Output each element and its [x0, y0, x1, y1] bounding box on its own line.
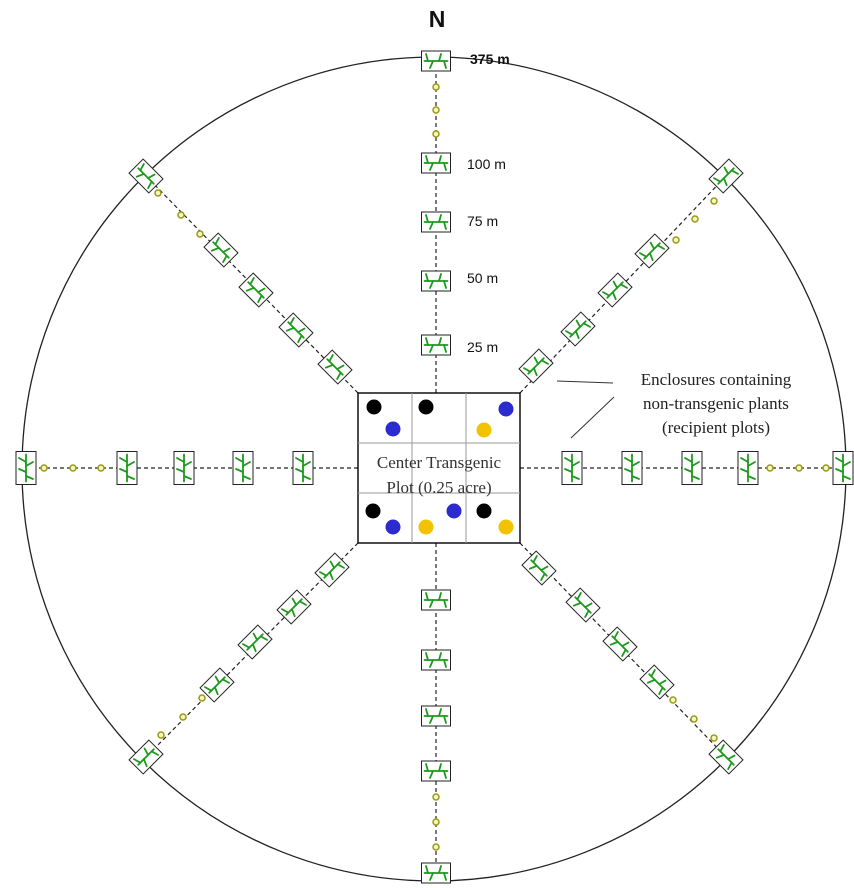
plant-dot-icon: [418, 399, 434, 415]
plant-enclosure-icon: [199, 667, 235, 703]
plant-enclosure-icon: [561, 451, 583, 485]
plant-enclosure-icon: [238, 272, 274, 308]
marker-post-icon: [690, 715, 698, 723]
plant-enclosure-icon: [421, 334, 451, 356]
plant-dot-icon: [418, 519, 434, 535]
plant-enclosure-icon: [421, 211, 451, 233]
center-transgenic-plot: Center Transgenic Plot (0.25 acre): [357, 392, 521, 544]
plant-dot-icon: [476, 422, 492, 438]
plant-dot-icon: [498, 519, 514, 535]
plant-enclosure-icon: [597, 272, 633, 308]
plant-enclosure-icon: [708, 158, 744, 194]
center-plot-label-line1: Center Transgenic: [377, 453, 502, 472]
marker-post-icon: [198, 694, 206, 702]
plant-enclosure-icon: [203, 232, 239, 268]
plant-dot-icon: [365, 503, 381, 519]
plant-enclosure-icon: [276, 589, 312, 625]
plant-enclosure-icon: [560, 311, 596, 347]
callout-line3: (recipient plots): [662, 418, 770, 437]
marker-post-icon: [432, 818, 440, 826]
marker-post-icon: [179, 713, 187, 721]
plant-enclosure-icon: [173, 451, 195, 485]
plant-dot-icon: [366, 399, 382, 415]
marker-post-icon: [154, 189, 162, 197]
callout-line2: non-transgenic plants: [643, 394, 789, 413]
plant-enclosure-icon: [737, 451, 759, 485]
marker-post-icon: [69, 464, 77, 472]
marker-post-icon: [432, 106, 440, 114]
distance-label-375m: 375 m: [470, 51, 510, 67]
plant-enclosure-icon: [292, 451, 314, 485]
marker-post-icon: [432, 843, 440, 851]
plant-enclosure-icon: [237, 624, 273, 660]
plant-enclosure-icon: [708, 739, 744, 775]
center-plot-label-line2: Plot (0.25 acre): [386, 478, 491, 497]
plant-enclosure-icon: [521, 550, 557, 586]
plant-enclosure-icon: [116, 451, 138, 485]
marker-post-icon: [196, 230, 204, 238]
plant-enclosure-icon: [421, 589, 451, 611]
plant-enclosure-icon: [128, 739, 164, 775]
plant-enclosure-icon: [681, 451, 703, 485]
plant-enclosure-icon: [518, 348, 554, 384]
marker-post-icon: [97, 464, 105, 472]
north-label: N: [429, 6, 446, 32]
plant-dot-icon: [476, 503, 492, 519]
plant-enclosure-icon: [232, 451, 254, 485]
distance-label-50m: 50 m: [467, 270, 498, 286]
distance-label-100m: 100 m: [467, 156, 506, 172]
plant-dot-icon: [498, 401, 514, 417]
plant-enclosure-icon: [128, 158, 164, 194]
plant-enclosure-icon: [832, 451, 854, 485]
callout-leader-lower: [570, 396, 615, 439]
marker-post-icon: [672, 236, 680, 244]
plant-dot-icon: [446, 503, 462, 519]
marker-post-icon: [157, 731, 165, 739]
marker-post-icon: [766, 464, 774, 472]
plant-enclosure-icon: [565, 587, 601, 623]
plant-enclosure-icon: [621, 451, 643, 485]
marker-post-icon: [432, 83, 440, 91]
plant-enclosure-icon: [421, 50, 451, 72]
marker-post-icon: [432, 793, 440, 801]
plant-dot-icon: [385, 421, 401, 437]
plant-dot-icon: [385, 519, 401, 535]
plant-enclosure-icon: [314, 552, 350, 588]
plant-enclosure-icon: [421, 862, 451, 884]
marker-post-icon: [177, 211, 185, 219]
plant-enclosure-icon: [639, 664, 675, 700]
plant-enclosure-icon: [278, 312, 314, 348]
plant-enclosure-icon: [421, 705, 451, 727]
plant-enclosure-icon: [421, 760, 451, 782]
plant-enclosure-icon: [421, 270, 451, 292]
callout-leader-upper: [556, 380, 614, 384]
marker-post-icon: [710, 734, 718, 742]
marker-post-icon: [40, 464, 48, 472]
marker-post-icon: [432, 130, 440, 138]
plant-enclosure-icon: [317, 349, 353, 385]
marker-post-icon: [691, 215, 699, 223]
plant-enclosure-icon: [15, 451, 37, 485]
distance-label-75m: 75 m: [467, 213, 498, 229]
marker-post-icon: [795, 464, 803, 472]
marker-post-icon: [669, 696, 677, 704]
plant-enclosure-icon: [634, 233, 670, 269]
callout-line1: Enclosures containing: [641, 370, 792, 389]
distance-label-25m: 25 m: [467, 339, 498, 355]
recipient-plots-callout: Enclosures containing non-transgenic pla…: [556, 370, 792, 439]
marker-post-icon: [710, 197, 718, 205]
plant-enclosure-icon: [421, 649, 451, 671]
plant-enclosure-icon: [602, 626, 638, 662]
marker-post-icon: [822, 464, 830, 472]
plant-enclosure-icon: [421, 152, 451, 174]
